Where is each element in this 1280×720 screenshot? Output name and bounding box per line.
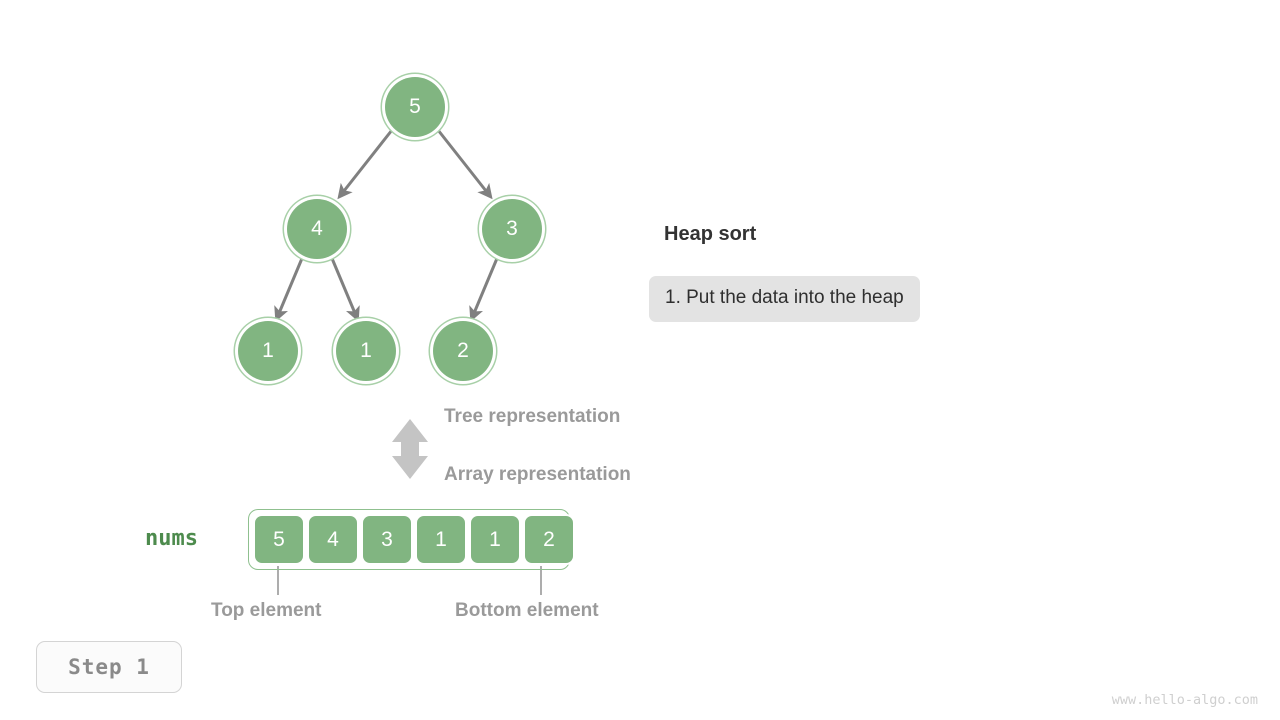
- tree-edge-4-to-1a: [274, 255, 305, 322]
- array-cell[interactable]: 4: [307, 514, 359, 565]
- step-badge-label: Step 1: [68, 655, 150, 679]
- tree-node-leaf-3[interactable]: 2: [433, 321, 493, 381]
- array-cell-value: 4: [327, 527, 339, 551]
- step-badge: Step 1: [36, 641, 182, 693]
- tree-node-leaf-1[interactable]: 1: [238, 321, 298, 381]
- tree-node-value: 3: [506, 217, 518, 240]
- array-cell[interactable]: 5: [253, 514, 305, 565]
- array-cell-value: 3: [381, 527, 393, 551]
- tree-node-value: 4: [311, 217, 323, 240]
- tree-node-left-1[interactable]: 4: [287, 199, 347, 259]
- array-cell-value: 5: [273, 527, 285, 551]
- tree-edge-root-to-3: [436, 129, 493, 200]
- array-cell[interactable]: 1: [469, 514, 521, 565]
- array-cell[interactable]: 1: [415, 514, 467, 565]
- tree-node-leaf-2[interactable]: 1: [336, 321, 396, 381]
- tree-edge-3-to-2: [469, 255, 500, 322]
- tree-edges: [274, 129, 500, 322]
- array-cells: 5 4 3 1 1 2: [253, 514, 575, 565]
- tree-edge-4-to-1b: [329, 255, 360, 322]
- step-description-box: 1. Put the data into the heap: [649, 276, 920, 322]
- tree-node-value: 1: [360, 339, 372, 362]
- array-representation-label: Array representation: [444, 464, 631, 485]
- tree-array-double-arrow-icon: [392, 419, 428, 479]
- array-cell[interactable]: 3: [361, 514, 413, 565]
- tree-edge-root-to-4: [337, 129, 394, 200]
- array-name-label: nums: [145, 526, 198, 551]
- array-cell-value: 1: [489, 527, 501, 551]
- array-cell[interactable]: 2: [523, 514, 575, 565]
- array-cell-value: 1: [435, 527, 447, 551]
- top-element-label: Top element: [211, 600, 322, 621]
- tree-node-root[interactable]: 5: [385, 77, 445, 137]
- page-title: Heap sort: [664, 223, 757, 245]
- array-cell-value: 2: [543, 527, 555, 551]
- watermark: www.hello-algo.com: [1111, 692, 1258, 708]
- array-leader-lines: [277, 566, 542, 595]
- tree-node-value: 1: [262, 339, 274, 362]
- tree-node-value: 2: [457, 339, 469, 362]
- tree-node-right-1[interactable]: 3: [482, 199, 542, 259]
- tree-representation-label: Tree representation: [444, 406, 621, 427]
- tree-node-value: 5: [409, 95, 421, 118]
- bottom-element-label: Bottom element: [455, 600, 599, 621]
